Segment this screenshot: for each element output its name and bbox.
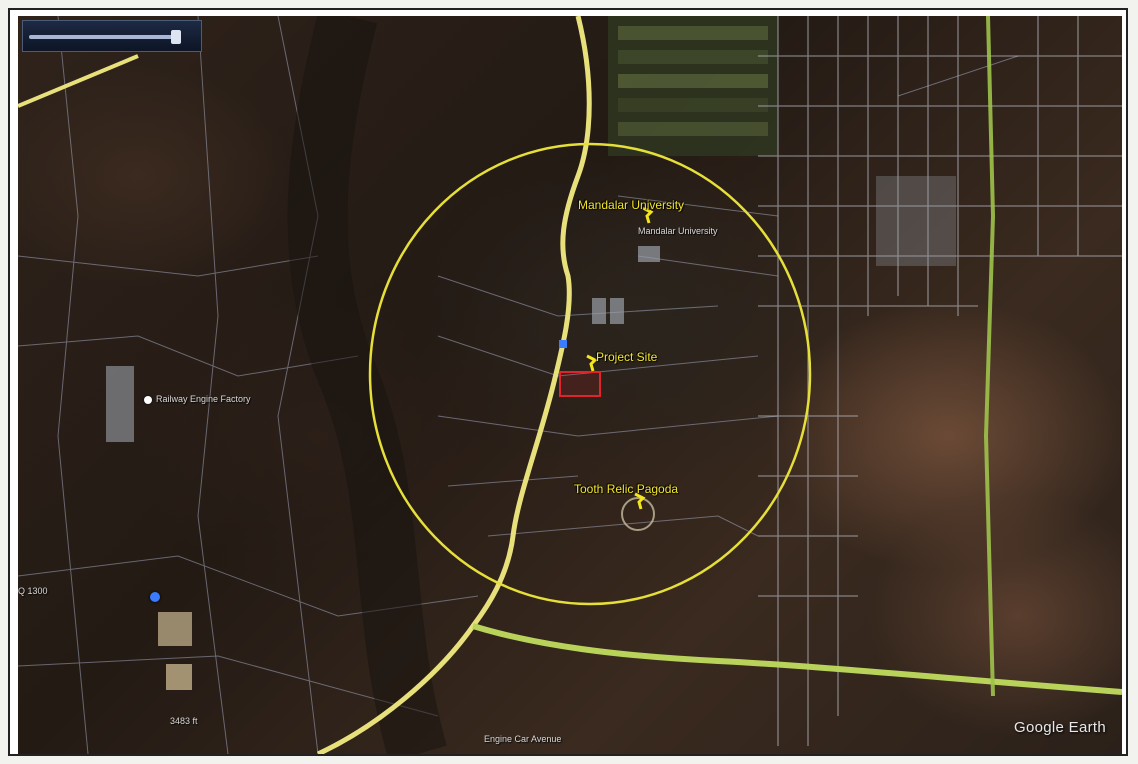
radius-circle (368, 142, 812, 606)
marker-sublabel-mandalar-university: Mandalar University (638, 226, 718, 236)
marker-label-tooth-relic-pagoda[interactable]: Tooth Relic Pagoda (574, 482, 679, 496)
northwest-road (18, 54, 139, 108)
place-label-edge: Q 1300 (18, 586, 48, 596)
placemark-pin-icon[interactable] (584, 354, 598, 372)
sports-ground-2 (166, 664, 192, 690)
view-slider-handle[interactable] (171, 30, 181, 44)
place-label-engine-car-avenue: Engine Car Avenue (484, 734, 562, 744)
project-site-boundary[interactable] (559, 371, 601, 397)
main-road (316, 16, 592, 754)
pagoda-ring (621, 497, 655, 531)
farmland (608, 16, 778, 156)
satellite-map[interactable]: Mandalar University Mandalar University … (18, 16, 1122, 754)
highway (472, 623, 1122, 695)
scale-label: 3483 ft (170, 716, 198, 726)
google-earth-watermark: Google Earth (1014, 719, 1106, 736)
place-blue-dot-icon[interactable] (150, 592, 160, 602)
highway-branch (983, 16, 996, 697)
campus-buildings (592, 176, 956, 324)
road-marker-icon (559, 340, 567, 348)
view-slider-bar[interactable] (22, 20, 202, 52)
marker-label-mandalar-university[interactable]: Mandalar University (578, 198, 685, 212)
river-channel (287, 16, 447, 754)
map-overlay (18, 16, 1122, 754)
place-label-railway-engine-factory[interactable]: Railway Engine Factory (156, 394, 251, 404)
urban-grid (758, 16, 1122, 746)
placemark-pin-icon[interactable] (640, 206, 654, 224)
sports-ground (158, 612, 192, 646)
marker-label-project-site[interactable]: Project Site (596, 350, 658, 364)
view-slider-track[interactable] (29, 35, 179, 39)
placemark-pin-icon[interactable] (632, 492, 646, 510)
factory-building (106, 366, 134, 442)
place-dot-icon[interactable] (144, 396, 152, 404)
